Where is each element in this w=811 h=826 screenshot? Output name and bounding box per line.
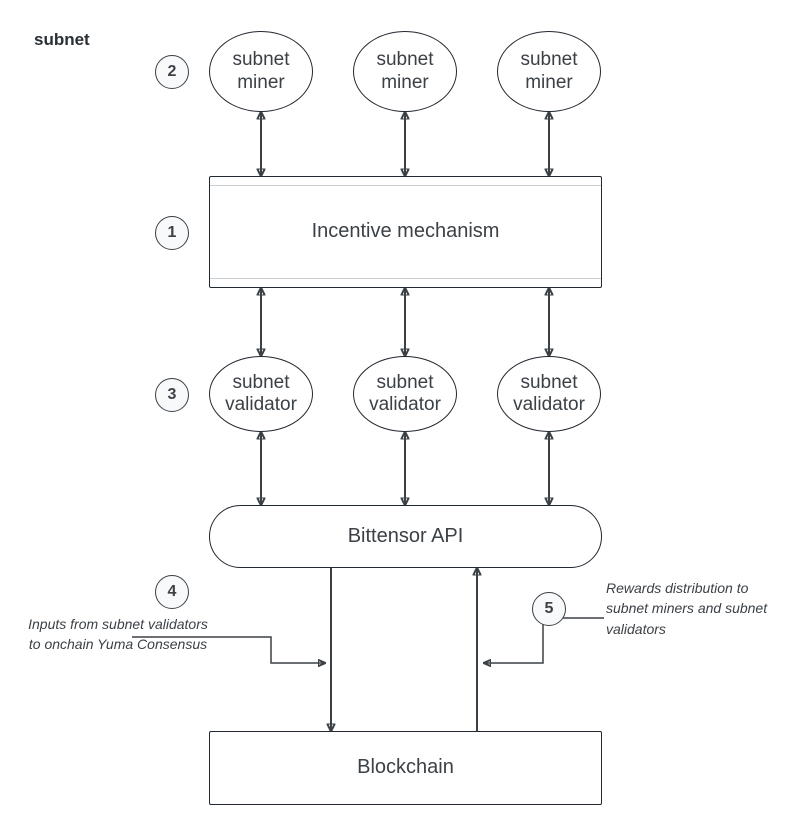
step-badge-4[interactable]: 4 <box>155 575 189 609</box>
step-badge-3[interactable]: 3 <box>155 378 189 412</box>
step-badge-1[interactable]: 1 <box>155 216 189 250</box>
group-label-subnet: subnet <box>34 30 90 49</box>
annotation-inputs: Inputs from subnet validators to onchain… <box>28 616 208 653</box>
step-badge-2[interactable]: 2 <box>155 55 189 89</box>
node-incentive-mechanism[interactable]: Incentive mechanism <box>209 176 602 288</box>
node-blockchain[interactable]: Blockchain <box>209 731 602 805</box>
step-badge-5[interactable]: 5 <box>532 592 566 626</box>
node-label: Incentive mechanism <box>311 220 500 243</box>
annotation-rewards: Rewards distribution to subnet miners an… <box>606 580 768 637</box>
node-bittensor-api[interactable]: Bittensor API <box>209 505 602 568</box>
node-label: Blockchain <box>357 756 454 779</box>
node-label: Bittensor API <box>347 524 464 547</box>
